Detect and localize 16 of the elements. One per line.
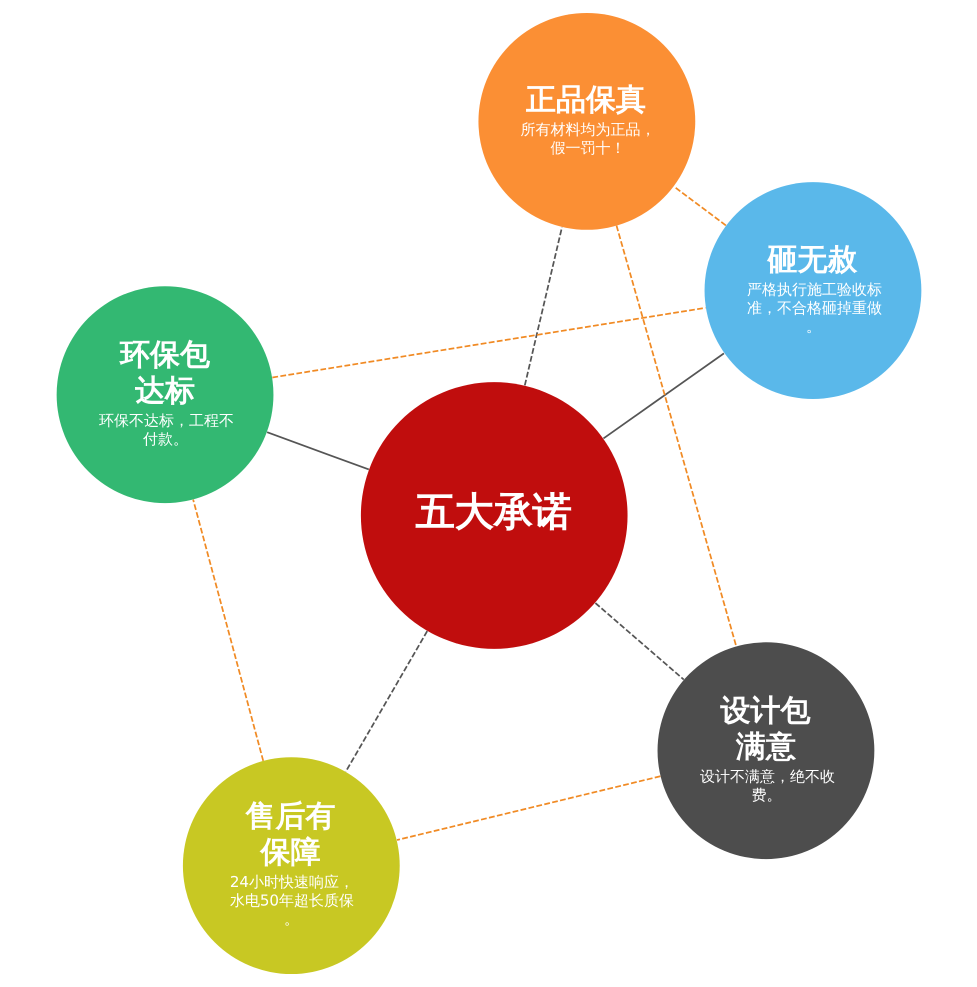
connector	[615, 225, 737, 646]
connector	[266, 431, 369, 470]
connector	[602, 352, 724, 440]
node-circle: 环保包达标 环保不达标，工程不付款。	[56, 286, 273, 504]
connector	[672, 186, 726, 226]
connector	[396, 775, 660, 841]
node-circle: 砸无赦 严格执行施工验收标准，不合格砸掉重做。	[704, 182, 921, 399]
connector	[272, 307, 706, 378]
node-circle: 售后有保障 24小时快速响应，水电50年超长质保。	[182, 757, 400, 974]
node-circle: 五大承诺	[360, 382, 628, 649]
connector	[523, 226, 562, 386]
connector	[594, 602, 684, 680]
node-circle: 正品保真 所有材料均为正品，假一罚十！	[478, 12, 695, 230]
connector	[192, 499, 264, 762]
node-circle: 设计包满意 设计不满意，绝不收费。	[657, 642, 874, 860]
connector	[344, 630, 428, 772]
